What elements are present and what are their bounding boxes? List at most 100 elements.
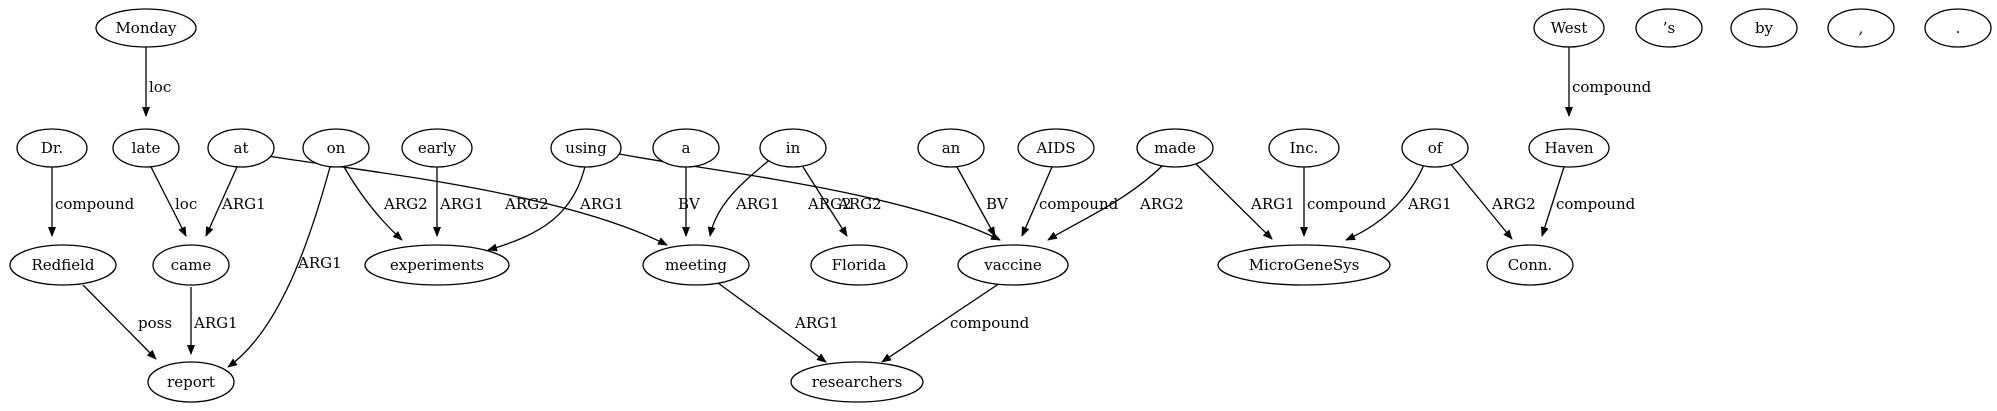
- node-microgenesys: MicroGeneSys: [1217, 244, 1391, 286]
- edge-label: ARG2: [383, 195, 428, 213]
- edge-of-conn: ARG2: [1448, 161, 1536, 240]
- node-comma: ,: [1827, 8, 1895, 48]
- node-label: early: [418, 139, 457, 157]
- edge-label: ARG1: [735, 195, 780, 213]
- edge-label: compound: [1039, 195, 1119, 213]
- node-florida: Florida: [810, 244, 908, 286]
- node-by: by: [1730, 8, 1798, 48]
- node-label: ,: [1859, 19, 1864, 37]
- node-west: West: [1533, 8, 1605, 48]
- edge-at-came: ARG1: [205, 166, 266, 237]
- edge-label: ARG1: [579, 195, 624, 213]
- edge-came-report: ARG1: [187, 287, 238, 355]
- edge-made-vaccine: ARG2: [1047, 159, 1184, 241]
- node-poss-s: ’s: [1635, 8, 1703, 48]
- node-label: Florida: [832, 256, 887, 274]
- edge-label: ARG2: [504, 195, 549, 213]
- node-label: experiments: [390, 256, 484, 274]
- node-label: made: [1154, 139, 1196, 157]
- node-on: on: [302, 128, 370, 168]
- edge-label: compound: [55, 195, 135, 213]
- edge-meeting-researchers: ARG1: [717, 282, 839, 363]
- edge-of-microgenesys: ARG1: [1345, 159, 1452, 241]
- edge-using-experiments: ARG1: [487, 161, 624, 252]
- edge-vaccine-researchers: compound: [881, 282, 1030, 363]
- node-label: AIDS: [1035, 139, 1075, 157]
- node-label: vaccine: [983, 256, 1042, 274]
- edge-on-report: ARG1: [227, 166, 342, 368]
- node-label: Monday: [115, 19, 177, 37]
- node-label: Conn.: [1508, 256, 1553, 274]
- node-label: report: [167, 373, 215, 391]
- node-label: an: [942, 139, 961, 157]
- node-label: in: [786, 139, 801, 157]
- edge-label: compound: [950, 314, 1030, 332]
- edge-using-vaccine: ARG2: [613, 152, 1001, 241]
- node-came: came: [152, 244, 230, 286]
- edge-west-haven: compound: [1565, 47, 1652, 117]
- edge-label: ARG1: [1250, 195, 1295, 213]
- node-a: a: [652, 128, 720, 168]
- edge-an-vaccine: BV: [956, 166, 1009, 237]
- node-an: an: [917, 128, 985, 168]
- edge-dr-redfield: compound: [48, 167, 135, 237]
- edge-inc-microgenesys: compound: [1300, 167, 1387, 237]
- edge-label: compound: [1556, 195, 1636, 213]
- node-at: at: [207, 128, 275, 168]
- edge-label: poss: [138, 314, 172, 332]
- node-label: Redfield: [31, 256, 94, 274]
- edge-label: ARG2: [1491, 195, 1536, 213]
- node-dr: Dr.: [16, 128, 88, 168]
- node-report: report: [147, 361, 235, 403]
- node-label: West: [1551, 19, 1588, 37]
- node-conn: Conn.: [1486, 244, 1574, 286]
- node-label: Inc.: [1290, 139, 1319, 157]
- node-vaccine: vaccine: [957, 244, 1069, 286]
- node-using: using: [550, 128, 622, 168]
- edge-label: ARG1: [1407, 195, 1452, 213]
- edge-haven-conn: compound: [1540, 166, 1636, 237]
- node-label: of: [1428, 139, 1444, 157]
- edge-label: compound: [1307, 195, 1387, 213]
- node-late: late: [112, 128, 180, 168]
- node-early: early: [401, 128, 473, 168]
- edge-label: loc: [149, 78, 171, 96]
- edge-at-meeting: ARG2: [261, 154, 668, 246]
- node-label: a: [682, 139, 691, 157]
- node-label: late: [132, 139, 161, 157]
- node-meeting: meeting: [642, 244, 750, 286]
- node-aids: AIDS: [1017, 128, 1095, 168]
- node-label: meeting: [665, 256, 727, 274]
- edge-late-came: loc: [150, 166, 197, 237]
- node-redfield: Redfield: [9, 244, 117, 286]
- edge-a-meeting: BV: [678, 167, 701, 237]
- node-inc: Inc.: [1268, 128, 1340, 168]
- edge-label: ARG1: [193, 314, 238, 332]
- node-period: .: [1924, 8, 1992, 48]
- node-label: ’s: [1663, 19, 1675, 37]
- node-label: MicroGeneSys: [1249, 256, 1360, 274]
- edge-on-experiments: ARG2: [342, 164, 428, 241]
- edge-label: ARG2: [1139, 195, 1184, 213]
- node-researchers: researchers: [790, 361, 924, 403]
- edge-label: ARG1: [794, 314, 839, 332]
- edge-label: compound: [1572, 78, 1652, 96]
- node-experiments: experiments: [364, 244, 510, 286]
- node-label: .: [1956, 19, 1961, 37]
- node-label: Dr.: [41, 139, 63, 157]
- node-label: on: [327, 139, 346, 157]
- node-monday: Monday: [95, 8, 197, 48]
- node-label: Haven: [1544, 139, 1593, 157]
- node-label: by: [1755, 19, 1774, 37]
- edge-label: ARG2: [837, 195, 882, 213]
- edge-label: BV: [986, 195, 1009, 213]
- edge-label: ARG1: [439, 195, 484, 213]
- node-in: in: [759, 128, 827, 168]
- node-of: of: [1401, 128, 1469, 168]
- edge-label: ARG2: [807, 195, 852, 213]
- node-made: made: [1136, 128, 1214, 168]
- edge-label: ARG1: [221, 195, 266, 213]
- edge-label: loc: [175, 195, 197, 213]
- edge-label: BV: [678, 195, 701, 213]
